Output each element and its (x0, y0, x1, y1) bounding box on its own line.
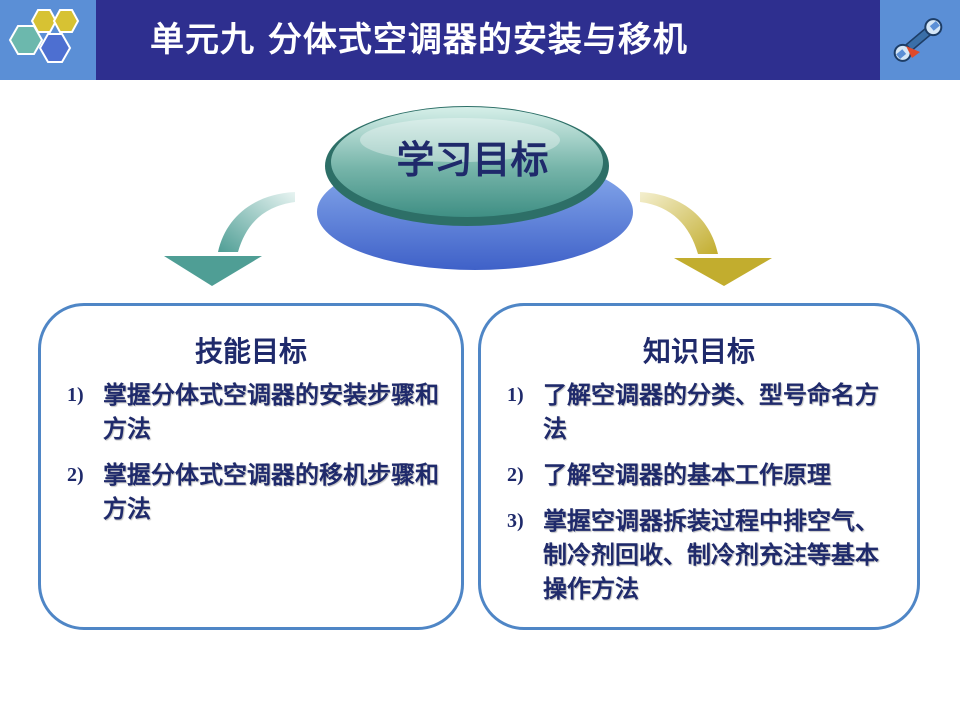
list-item: 2) 了解空调器的基本工作原理 (507, 458, 899, 492)
knowledge-goals-title: 知识目标 (642, 335, 755, 368)
list-item: 1) 了解空调器的分类、型号命名方法 (507, 378, 899, 446)
skill-goals-panel: 技能目标 1) 掌握分体式空调器的安装步骤和方法 2) 掌握分体式空调器的移机步… (38, 303, 464, 630)
curved-arrow-left-icon (160, 190, 295, 288)
list-item: 2) 掌握分体式空调器的移机步骤和方法 (67, 458, 443, 526)
page-title: 单元九 分体式空调器的安装与移机 (150, 20, 688, 60)
skill-goals-title: 技能目标 (194, 335, 307, 368)
list-item-text: 了解空调器的分类、型号命名方法 (543, 381, 879, 443)
wrench-icon (888, 12, 948, 68)
list-item: 1) 掌握分体式空调器的安装步骤和方法 (67, 378, 443, 446)
knowledge-goals-panel: 知识目标 1) 了解空调器的分类、型号命名方法 2) 了解空调器的基本工作原理 … (478, 303, 920, 630)
center-label: 学习目标 (396, 138, 549, 182)
list-item-number: 1) (67, 384, 84, 406)
list-item-text: 掌握分体式空调器的安装步骤和方法 (103, 381, 439, 443)
skill-goals-list: 1) 掌握分体式空调器的安装步骤和方法 2) 掌握分体式空调器的移机步骤和方法 (67, 378, 443, 538)
list-item-text: 掌握空调器拆装过程中排空气、制冷剂回收、制冷剂充注等基本操作方法 (543, 507, 879, 603)
list-item-text: 掌握分体式空调器的移机步骤和方法 (103, 461, 439, 523)
hexagon-cluster-icon (4, 4, 94, 76)
list-item-number: 1) (507, 384, 524, 406)
list-item-text: 了解空调器的基本工作原理 (543, 461, 831, 489)
center-oval (310, 100, 640, 275)
list-item-number: 3) (507, 510, 524, 532)
curved-arrow-right-icon (640, 188, 775, 288)
header-bar: 单元九 分体式空调器的安装与移机 (0, 0, 960, 80)
knowledge-goals-list: 1) 了解空调器的分类、型号命名方法 2) 了解空调器的基本工作原理 3) 掌握… (507, 378, 899, 618)
list-item-number: 2) (67, 464, 84, 486)
list-item: 3) 掌握空调器拆装过程中排空气、制冷剂回收、制冷剂充注等基本操作方法 (507, 504, 899, 606)
list-item-number: 2) (507, 464, 524, 486)
